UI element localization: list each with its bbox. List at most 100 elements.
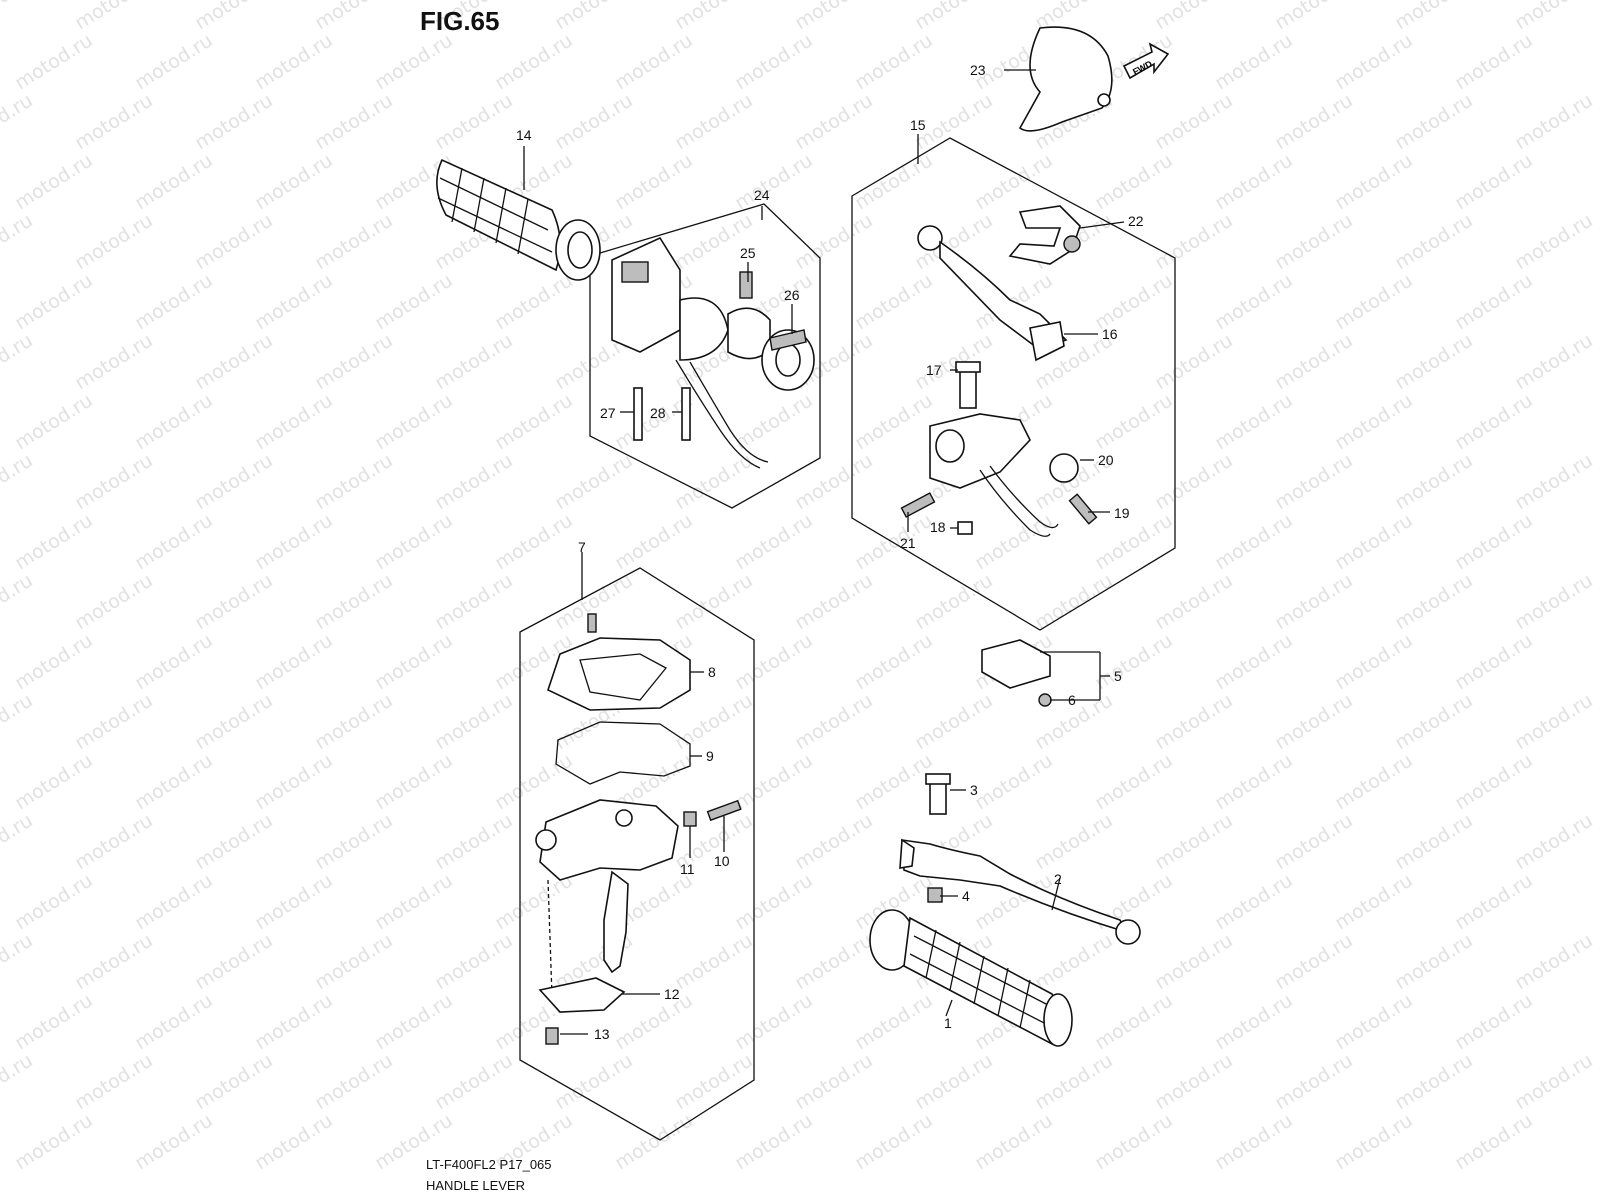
watermark-text: motod.ru	[251, 749, 337, 814]
watermark-text: motod.ru	[851, 1109, 937, 1174]
watermark-text: motod.ru	[491, 389, 577, 454]
watermark-text: motod.ru	[1451, 1109, 1537, 1174]
watermark-text: motod.ru	[1151, 929, 1237, 994]
watermark-text: motod.ru	[1271, 329, 1357, 394]
callout-9: 9	[706, 748, 714, 764]
callout-12: 12	[664, 986, 680, 1002]
watermark-text: motod.ru	[1091, 149, 1177, 214]
watermark-text: motod.ru	[731, 869, 817, 934]
watermark-text: motod.ru	[191, 329, 277, 394]
watermark-text: motod.ru	[1271, 689, 1357, 754]
watermark-text: motod.ru	[1271, 449, 1357, 514]
watermark-text: motod.ru	[1211, 29, 1297, 94]
watermark-text: motod.ru	[371, 269, 457, 334]
callout-5: 5	[1114, 668, 1122, 684]
watermark-text: motod.ru	[431, 929, 517, 994]
callout-22: 22	[1128, 213, 1144, 229]
watermark-text: motod.ru	[1151, 809, 1237, 874]
watermark-text: motod.ru	[1511, 1049, 1597, 1114]
watermark-text: motod.ru	[1391, 689, 1477, 754]
callout-21: 21	[900, 535, 916, 551]
watermark-text: motod.ru	[1511, 89, 1597, 154]
watermark-text: motod.ru	[0, 449, 37, 514]
callout-8: 8	[708, 664, 716, 680]
watermark-text: motod.ru	[131, 629, 217, 694]
watermark-text: motod.ru	[1151, 89, 1237, 154]
watermark-text: motod.ru	[251, 509, 337, 574]
watermark-text: motod.ru	[11, 509, 97, 574]
watermark-text: motod.ru	[311, 689, 397, 754]
watermark-text: motod.ru	[791, 929, 877, 994]
watermark-text: motod.ru	[731, 1109, 817, 1174]
watermark-text: motod.ru	[71, 329, 157, 394]
watermark-text: motod.ru	[431, 809, 517, 874]
watermark-text: motod.ru	[971, 1109, 1057, 1174]
watermark-text: motod.ru	[1211, 629, 1297, 694]
watermark-text: motod.ru	[311, 329, 397, 394]
watermark-text: motod.ru	[431, 449, 517, 514]
watermark-text: motod.ru	[1211, 149, 1297, 214]
watermark-text: motod.ru	[131, 989, 217, 1054]
callout-17: 17	[926, 362, 942, 378]
watermark-text: motod.ru	[71, 809, 157, 874]
watermark-text: motod.ru	[851, 629, 937, 694]
watermark-text: motod.ru	[191, 929, 277, 994]
watermark-text: motod.ru	[731, 989, 817, 1054]
watermark-text: motod.ru	[131, 1109, 217, 1174]
callout-13: 13	[594, 1026, 610, 1042]
watermark-text: motod.ru	[1271, 569, 1357, 634]
watermark-text: motod.ru	[791, 569, 877, 634]
callout-28: 28	[650, 405, 666, 421]
watermark-text: motod.ru	[11, 149, 97, 214]
callout-24: 24	[754, 187, 770, 203]
watermark-text: motod.ru	[11, 989, 97, 1054]
nut-4	[927, 887, 943, 903]
watermark-text: motod.ru	[71, 689, 157, 754]
watermark-text: motod.ru	[1391, 89, 1477, 154]
watermark-text: motod.ru	[1331, 389, 1417, 454]
callout-labels: 14 24 25 26 27 28 15 23 22 16 17 20 19 2…	[516, 62, 1144, 1042]
watermark-text: motod.ru	[1151, 209, 1237, 274]
watermark-text: motod.ru	[1511, 449, 1597, 514]
watermark-text: motod.ru	[611, 149, 697, 214]
watermark-text: motod.ru	[131, 269, 217, 334]
watermark-text: motod.ru	[191, 89, 277, 154]
watermark-text: motod.ru	[1211, 269, 1297, 334]
watermark-text: motod.ru	[731, 509, 817, 574]
watermark-text: motod.ru	[0, 329, 37, 394]
callout-4: 4	[962, 888, 970, 904]
callout-20: 20	[1098, 452, 1114, 468]
watermark-text: motod.ru	[1091, 1109, 1177, 1174]
watermark-text: motod.ru	[1451, 629, 1537, 694]
callout-18: 18	[930, 519, 946, 535]
watermark-text: motod.ru	[311, 449, 397, 514]
watermark-text: motod.ru	[851, 509, 937, 574]
watermark-text: motod.ru	[671, 449, 757, 514]
watermark-text: motod.ru	[311, 1049, 397, 1114]
watermark-text: motod.ru	[1031, 809, 1117, 874]
watermark-text: motod.ru	[851, 29, 937, 94]
watermark-text: motod.ru	[251, 1109, 337, 1174]
watermark-text: motod.ru	[1331, 749, 1417, 814]
figure-name: HANDLE LEVER	[426, 1178, 525, 1193]
watermark-text: motod.ru	[1151, 1049, 1237, 1114]
watermark-text: motod.ru	[191, 689, 277, 754]
watermark-text: motod.ru	[1331, 869, 1417, 934]
watermark-text: motod.ru	[671, 569, 757, 634]
watermark-text: motod.ru	[1511, 209, 1597, 274]
watermark-text: motod.ru	[1151, 329, 1237, 394]
watermark-text: motod.ru	[0, 689, 37, 754]
callout-26: 26	[784, 287, 800, 303]
watermark-text: motod.ru	[0, 929, 37, 994]
pivot-bolt-3	[925, 773, 951, 815]
watermark-text: motod.ru	[611, 29, 697, 94]
watermark-text: motod.ru	[911, 689, 997, 754]
watermark-text: motod.ru	[491, 749, 577, 814]
watermark-text: motod.ru	[431, 689, 517, 754]
watermark-text: motod.ru	[1091, 509, 1177, 574]
watermark-text: motod.ru	[1391, 449, 1477, 514]
watermark-text: motod.ru	[371, 389, 457, 454]
watermark-text: motod.ru	[1211, 1109, 1297, 1174]
watermark-text: motod.ru	[851, 149, 937, 214]
watermark-text: motod.ru	[131, 29, 217, 94]
